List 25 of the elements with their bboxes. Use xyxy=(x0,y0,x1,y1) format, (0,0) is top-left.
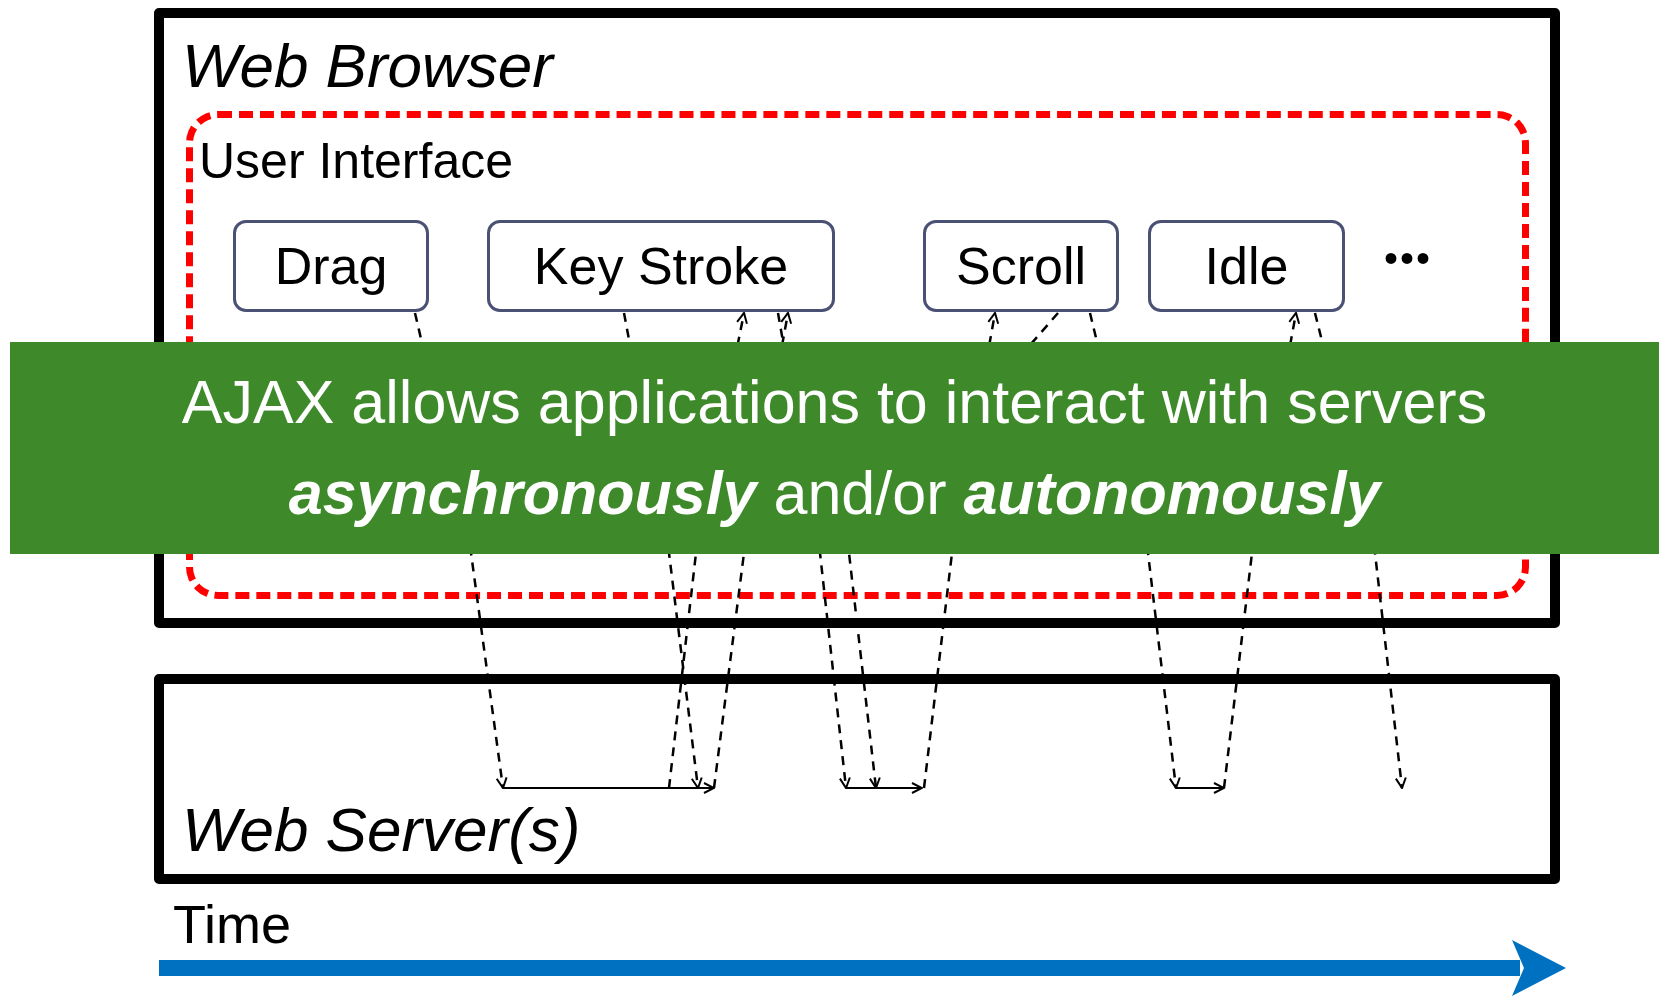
event-label: Key Stroke xyxy=(533,236,789,296)
region-title: User Interface xyxy=(199,134,513,189)
arrow xyxy=(1222,312,1301,789)
arrow xyxy=(413,312,508,789)
event-box xyxy=(487,220,835,312)
arrow xyxy=(847,312,1059,789)
container-title: Web Browser xyxy=(182,32,553,101)
arrow xyxy=(667,312,748,789)
axis-label: Time xyxy=(173,895,291,955)
event-label: Drag xyxy=(274,236,388,296)
event-box xyxy=(923,220,1119,312)
container-box xyxy=(154,674,1560,884)
arrow xyxy=(922,312,1000,789)
event-label: Scroll xyxy=(956,236,1086,296)
arrow xyxy=(1313,312,1407,789)
arrow xyxy=(1088,312,1181,789)
ellipsis: ••• xyxy=(1384,236,1432,280)
event-box xyxy=(233,220,429,312)
event-box xyxy=(1148,220,1345,312)
arrow xyxy=(712,312,793,789)
container-title: Web Server(s) xyxy=(182,796,581,865)
caption-text: AJAX allows applications to interact with servers asynchronously and/or autonomously xyxy=(180,366,1489,529)
event-label: Idle xyxy=(1204,236,1289,296)
arrow xyxy=(622,312,703,789)
arrow xyxy=(776,312,851,789)
